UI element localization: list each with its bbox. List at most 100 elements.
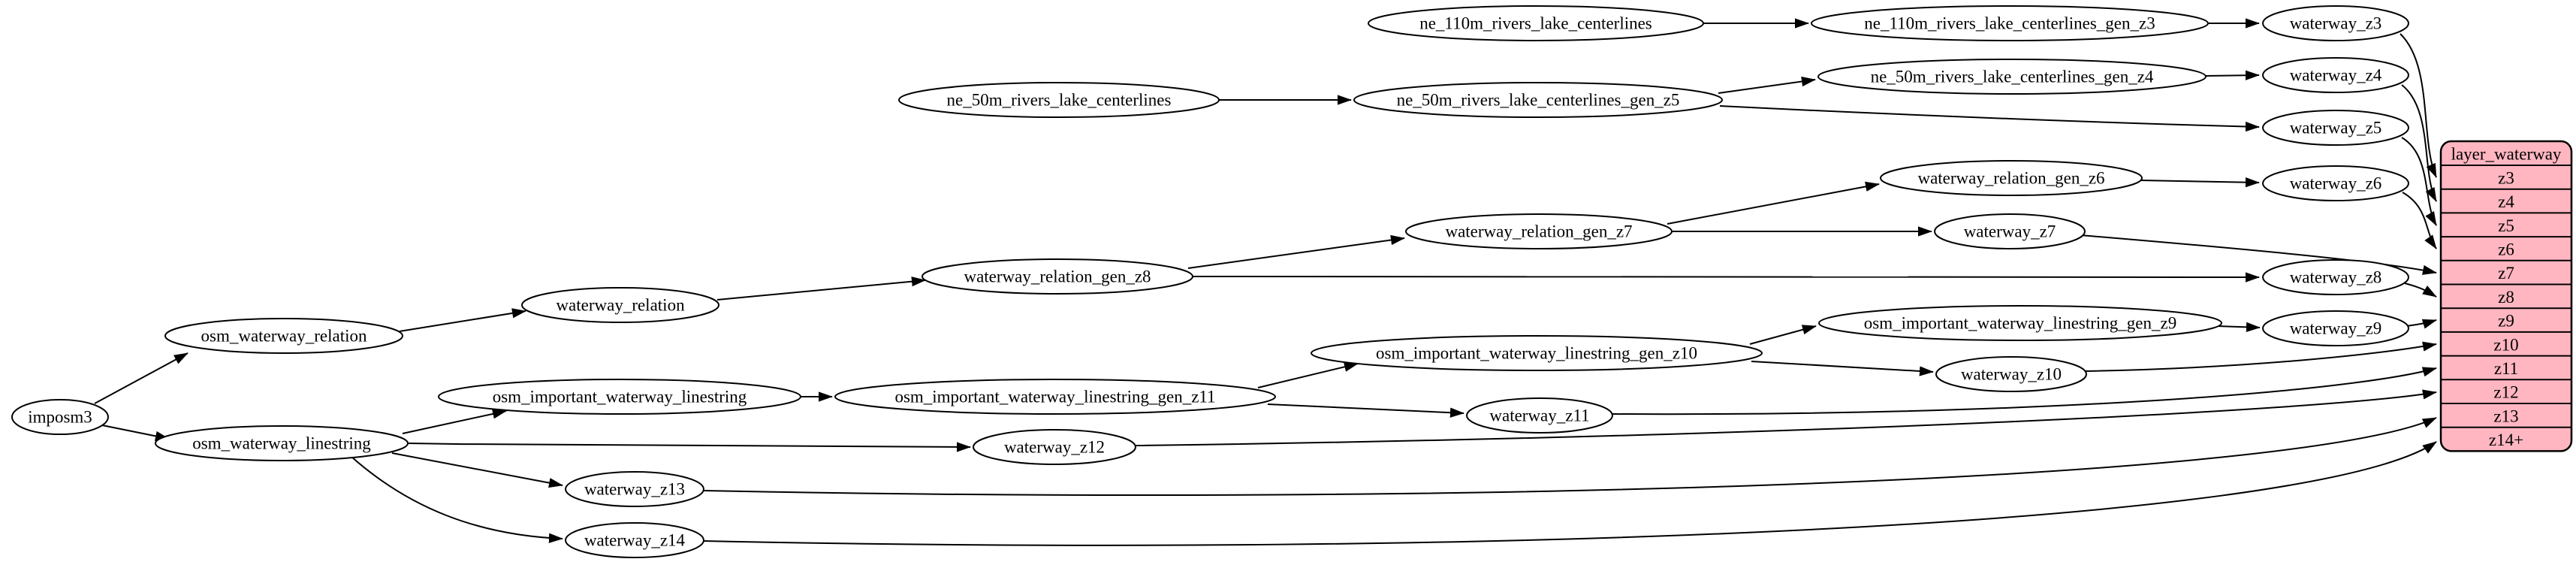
node-ne_110m_rivers_lake_centerlines: ne_110m_rivers_lake_centerlines bbox=[1368, 5, 1704, 41]
edge-waterway_relation_gen_z6-to-waterway_z6 bbox=[2140, 177, 2260, 188]
node-shape-osm_important_waterway_linestring_gen_z10 bbox=[1311, 335, 1763, 371]
node-waterway_relation: waterway_relation bbox=[521, 287, 719, 323]
edge-waterway_z4-to-layer_waterway.z4 bbox=[2401, 84, 2437, 202]
node-waterway_z7: waterway_z7 bbox=[1934, 213, 2086, 249]
edge-osm_waterway_linestring-to-osm_important_waterway_linestring bbox=[402, 409, 507, 434]
node-label-waterway_z5: waterway_z5 bbox=[2290, 119, 2382, 137]
edge-waterway_relation_gen_z8-to-waterway_z8 bbox=[1192, 272, 2260, 282]
node-shape-ne_50m_rivers_lake_centerlines_gen_z4 bbox=[1817, 59, 2206, 95]
node-shape-waterway_z3 bbox=[2262, 5, 2409, 41]
node-shape-waterway_z6 bbox=[2262, 165, 2409, 201]
edge-waterway_z6-to-layer_waterway.z6 bbox=[2402, 192, 2437, 249]
node-shape-waterway_z11 bbox=[1466, 397, 1613, 434]
edge-osm_important_waterway_linestring_gen_z9-to-waterway_z9 bbox=[2216, 322, 2261, 333]
node-label-waterway_z9: waterway_z9 bbox=[2290, 319, 2382, 338]
table-row-z6: z6 bbox=[2498, 240, 2514, 258]
node-shape-ne_50m_rivers_lake_centerlines_gen_z5 bbox=[1353, 82, 1723, 118]
table-row-z9: z9 bbox=[2498, 312, 2514, 331]
node-shape-ne_110m_rivers_lake_centerlines_gen_z3 bbox=[1811, 5, 2209, 41]
node-shape-imposm3 bbox=[11, 399, 109, 435]
edge-waterway_z9-to-layer_waterway.z9 bbox=[2406, 319, 2437, 329]
node-osm_waterway_linestring: osm_waterway_linestring bbox=[155, 425, 409, 461]
edge-ne_50m_rivers_lake_centerlines_gen_z5-to-ne_50m_rivers_lake_centerlines_gen_z4 bbox=[1718, 76, 1816, 94]
node-shape-waterway_relation_gen_z7 bbox=[1405, 213, 1673, 249]
node-osm_important_waterway_linestring_gen_z11: osm_important_waterway_linestring_gen_z1… bbox=[834, 379, 1276, 415]
edge-ne_50m_rivers_lake_centerlines_gen_z5-to-waterway_z5 bbox=[1719, 105, 2260, 132]
node-label-waterway_relation: waterway_relation bbox=[556, 296, 685, 315]
edge-ne_50m_rivers_lake_centerlines_gen_z4-to-waterway_z4 bbox=[2205, 70, 2260, 80]
node-osm_important_waterway_linestring: osm_important_waterway_linestring bbox=[438, 379, 801, 415]
edge-waterway_z13-to-layer_waterway.z13 bbox=[703, 417, 2437, 497]
node-label-waterway_z4: waterway_z4 bbox=[2290, 66, 2382, 85]
edge-waterway_z3-to-layer_waterway.z3 bbox=[2400, 33, 2437, 178]
table-row-z13: z13 bbox=[2493, 406, 2518, 425]
node-waterway_relation_gen_z6: waterway_relation_gen_z6 bbox=[1880, 160, 2143, 196]
node-label-waterway_z8: waterway_z8 bbox=[2290, 268, 2382, 287]
node-label-waterway_z14: waterway_z14 bbox=[584, 531, 686, 550]
table-title: layer_waterway bbox=[2451, 145, 2562, 164]
node-waterway_z5: waterway_z5 bbox=[2262, 110, 2409, 146]
node-label-ne_50m_rivers_lake_centerlines_gen_z4: ne_50m_rivers_lake_centerlines_gen_z4 bbox=[1871, 68, 2154, 86]
table-row-z14+: z14+ bbox=[2489, 431, 2523, 449]
node-label-ne_50m_rivers_lake_centerlines: ne_50m_rivers_lake_centerlines bbox=[947, 91, 1172, 110]
node-label-osm_important_waterway_linestring_gen_z10: osm_important_waterway_linestring_gen_z1… bbox=[1376, 344, 1697, 363]
node-waterway_z8: waterway_z8 bbox=[2262, 259, 2409, 295]
node-label-waterway_z3: waterway_z3 bbox=[2290, 14, 2382, 33]
edge-osm_waterway_linestring-to-waterway_z12 bbox=[407, 442, 971, 452]
node-shape-waterway_z9 bbox=[2262, 310, 2409, 346]
node-shape-waterway_relation_gen_z6 bbox=[1880, 160, 2143, 196]
edge-osm_waterway_relation-to-waterway_relation bbox=[399, 308, 526, 332]
node-waterway_z14: waterway_z14 bbox=[565, 522, 704, 558]
node-shape-waterway_z13 bbox=[565, 471, 704, 507]
node-label-imposm3: imposm3 bbox=[28, 408, 92, 427]
table-row-z3: z3 bbox=[2498, 168, 2514, 187]
node-label-osm_important_waterway_linestring: osm_important_waterway_linestring bbox=[493, 388, 747, 406]
edge-waterway_relation_gen_z8-to-waterway_relation_gen_z7 bbox=[1187, 234, 1405, 269]
node-waterway_z11: waterway_z11 bbox=[1466, 397, 1613, 434]
node-waterway_relation_gen_z7: waterway_relation_gen_z7 bbox=[1405, 213, 1673, 249]
node-ne_50m_rivers_lake_centerlines_gen_z5: ne_50m_rivers_lake_centerlines_gen_z5 bbox=[1353, 82, 1723, 118]
table-row-z7: z7 bbox=[2498, 264, 2514, 282]
node-label-ne_110m_rivers_lake_centerlines_gen_z3: ne_110m_rivers_lake_centerlines_gen_z3 bbox=[1864, 14, 2155, 33]
node-label-osm_waterway_linestring: osm_waterway_linestring bbox=[192, 434, 371, 453]
node-waterway_z6: waterway_z6 bbox=[2262, 165, 2409, 201]
node-shape-osm_important_waterway_linestring_gen_z9 bbox=[1818, 305, 2222, 341]
edge-waterway_z11-to-layer_waterway.z11 bbox=[1612, 367, 2437, 415]
node-waterway_relation_gen_z8: waterway_relation_gen_z8 bbox=[922, 258, 1193, 295]
edge-waterway_z12-to-layer_waterway.z12 bbox=[1135, 389, 2437, 446]
node-waterway_z13: waterway_z13 bbox=[565, 471, 704, 507]
node-waterway_z4: waterway_z4 bbox=[2262, 57, 2409, 93]
node-osm_important_waterway_linestring_gen_z10: osm_important_waterway_linestring_gen_z1… bbox=[1311, 335, 1763, 371]
edge-waterway_z10-to-layer_waterway.z10 bbox=[2083, 341, 2437, 372]
node-shape-waterway_z8 bbox=[2262, 259, 2409, 295]
node-shape-osm_waterway_linestring bbox=[155, 425, 409, 461]
edge-osm_important_waterway_linestring_gen_z10-to-waterway_z10 bbox=[1751, 361, 1934, 376]
node-label-waterway_z7: waterway_z7 bbox=[1964, 222, 2056, 241]
node-osm_important_waterway_linestring_gen_z9: osm_important_waterway_linestring_gen_z9 bbox=[1818, 305, 2222, 341]
node-label-waterway_z11: waterway_z11 bbox=[1489, 406, 1589, 425]
node-label-waterway_z10: waterway_z10 bbox=[1961, 365, 2062, 384]
node-ne_110m_rivers_lake_centerlines_gen_z3: ne_110m_rivers_lake_centerlines_gen_z3 bbox=[1811, 5, 2209, 41]
table-row-z4: z4 bbox=[2498, 192, 2514, 211]
table-background bbox=[2439, 140, 2573, 452]
edge-waterway_relation_gen_z7-to-waterway_relation_gen_z6 bbox=[1667, 181, 1880, 225]
node-shape-waterway_z14 bbox=[565, 522, 704, 558]
node-label-ne_110m_rivers_lake_centerlines: ne_110m_rivers_lake_centerlines bbox=[1419, 14, 1652, 33]
edge-osm_waterway_linestring-to-waterway_z13 bbox=[391, 452, 563, 488]
node-shape-waterway_z5 bbox=[2262, 110, 2409, 146]
node-label-waterway_z12: waterway_z12 bbox=[1004, 438, 1105, 457]
node-label-osm_waterway_relation: osm_waterway_relation bbox=[201, 327, 367, 346]
table-row-z8: z8 bbox=[2498, 288, 2514, 307]
node-shape-osm_important_waterway_linestring bbox=[438, 379, 801, 415]
edge-osm_important_waterway_linestring_gen_z10-to-osm_important_waterway_linestring_gen_z9 bbox=[1749, 325, 1817, 345]
node-shape-waterway_relation_gen_z8 bbox=[922, 258, 1193, 295]
node-ne_50m_rivers_lake_centerlines_gen_z4: ne_50m_rivers_lake_centerlines_gen_z4 bbox=[1817, 59, 2206, 95]
node-ne_50m_rivers_lake_centerlines: ne_50m_rivers_lake_centerlines bbox=[898, 82, 1220, 118]
node-waterway_z10: waterway_z10 bbox=[1935, 356, 2087, 392]
edge-osm_important_waterway_linestring_gen_z11-to-osm_important_waterway_linestring_gen_z10 bbox=[1257, 361, 1359, 388]
node-shape-waterway_z10 bbox=[1935, 356, 2087, 392]
node-label-waterway_z13: waterway_z13 bbox=[584, 480, 685, 499]
node-waterway_z9: waterway_z9 bbox=[2262, 310, 2409, 346]
